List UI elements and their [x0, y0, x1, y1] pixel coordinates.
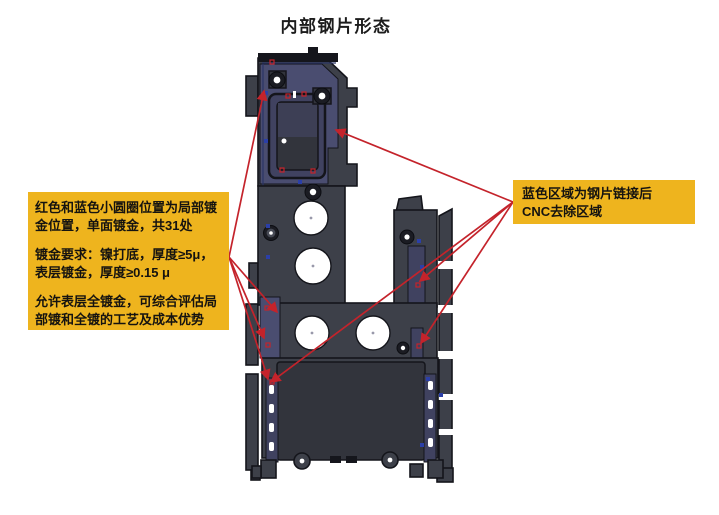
note-paragraph: 红色和蓝色小圆圈位置为局部镀 金位置，单面镀金，共31处 [35, 199, 222, 236]
screw-boss [268, 70, 287, 89]
note-paragraph: 镀金要求：镍打底，厚度≥5μ， 表层镀金，厚度≥0.15 μ [35, 246, 222, 283]
note-line: 部镀和全镀的工艺及成本优势 [35, 312, 205, 328]
note-line: 表层镀金，厚度≥0.15 μ [35, 265, 171, 281]
gilding-note: 红色和蓝色小圆圈位置为局部镀 金位置，单面镀金，共31处 镀金要求：镍打底，厚度… [28, 192, 229, 330]
camera-cutout [267, 91, 327, 180]
note-line: 金位置，单面镀金，共31处 [35, 218, 193, 234]
note-paragraph: 允许表层全镀金，可综合评估局 部镀和全镀的工艺及成本优势 [35, 293, 222, 330]
note-line: 镀金要求：镍打底，厚度≥5μ， [35, 246, 214, 262]
screw-boss [304, 183, 322, 201]
annotation-arrows-left [228, 89, 279, 381]
right-side-rail [436, 207, 454, 483]
bottom-feet [251, 459, 444, 479]
screw-boss [399, 229, 415, 245]
screw-boss [293, 452, 311, 470]
annotation-arrows-right [269, 128, 514, 383]
screw-boss [396, 341, 410, 355]
top-module [257, 47, 358, 302]
note-line: CNC去除区域 [522, 204, 603, 220]
screw-boss [263, 225, 279, 241]
cnc-region-right [407, 245, 426, 305]
cnc-region-note: 蓝色区域为钢片链接后 CNC去除区域 [513, 180, 695, 224]
middle-module [257, 183, 346, 306]
weld-notches [269, 381, 433, 451]
screw-boss [312, 87, 332, 105]
note-line: 蓝色区域为钢片链接后 [522, 186, 653, 201]
middle-band [259, 296, 438, 377]
battery-plate [251, 357, 444, 479]
right-column [393, 195, 438, 308]
page-title: 内部钢片形态 [280, 17, 392, 36]
note-line: 红色和蓝色小圆圈位置为局部镀 [35, 200, 218, 215]
cnc-region-band-left [259, 296, 281, 359]
screw-boss [381, 451, 399, 469]
note-line: 允许表层全镀金，可综合评估局 [35, 293, 218, 309]
